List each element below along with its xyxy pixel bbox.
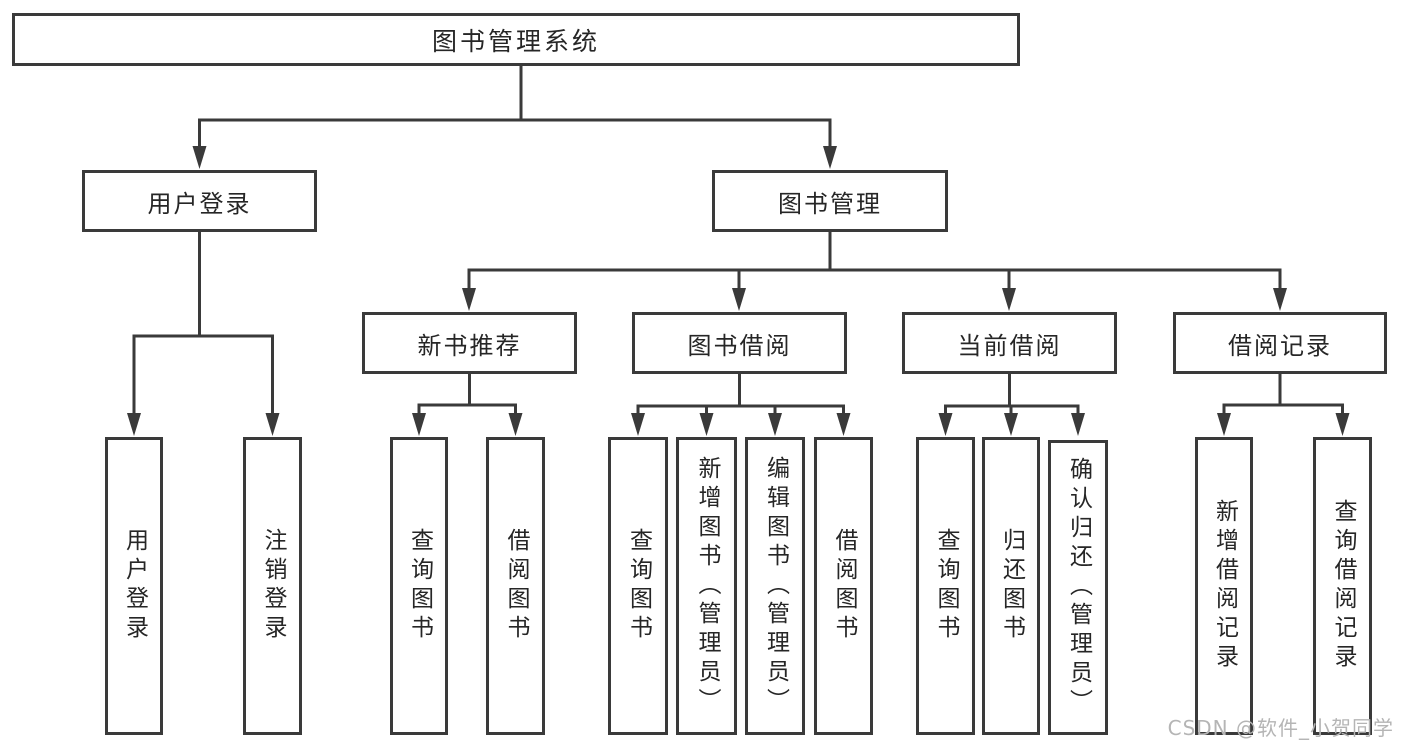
node-label: 编辑图书（管理员） <box>762 455 789 717</box>
node-query-borrow-record: 查询借阅记录 <box>1313 437 1372 735</box>
node-user-login: 用户登录 <box>82 170 317 232</box>
node-return-books: 归还图书 <box>982 437 1040 735</box>
node-root-system: 图书管理系统 <box>12 13 1020 66</box>
node-label: 新书推荐 <box>417 331 522 360</box>
node-label: 借阅图书 <box>831 528 857 644</box>
node-logout: 注销登录 <box>243 437 302 735</box>
node-label: 新增图书（管理员） <box>694 455 720 717</box>
connector <box>1222 372 1344 414</box>
node-edit-book-admin: 编辑图书（管理员） <box>745 437 805 735</box>
arrowheads <box>127 146 1350 436</box>
connector <box>467 230 1282 289</box>
node-book-borrowing: 图书借阅 <box>632 312 847 374</box>
node-label: 查询借阅记录 <box>1330 499 1356 673</box>
node-new-book-recommend: 新书推荐 <box>362 312 577 374</box>
node-query-books-current: 查询图书 <box>916 437 975 735</box>
node-user-login-leaf: 用户登录 <box>105 437 163 735</box>
node-confirm-return-admin: 确认归还（管理员） <box>1048 440 1108 735</box>
connector <box>417 372 517 414</box>
node-label: 归还图书 <box>998 528 1025 644</box>
csdn-watermark: CSDN @软件_小贺同学 <box>1167 716 1394 740</box>
node-add-borrow-record: 新增借阅记录 <box>1195 437 1253 735</box>
node-label: 用户登录 <box>147 189 252 218</box>
node-label: 借阅图书 <box>503 528 529 644</box>
node-label: 注销登录 <box>260 528 286 644</box>
node-book-management: 图书管理 <box>712 170 948 232</box>
node-add-book-admin: 新增图书（管理员） <box>676 437 737 735</box>
connector <box>944 372 1080 414</box>
node-borrow-records: 借阅记录 <box>1173 312 1387 374</box>
node-label: 新增借阅记录 <box>1211 499 1238 673</box>
node-label: 图书借阅 <box>687 331 792 360</box>
node-label: 图书管理 <box>778 189 882 218</box>
node-label: 图书管理系统 <box>431 26 600 56</box>
connector <box>636 372 845 414</box>
node-label: 查询图书 <box>933 528 959 644</box>
node-query-books-recommend: 查询图书 <box>390 437 448 735</box>
connector <box>198 64 832 147</box>
node-label: 用户登录 <box>121 528 148 644</box>
node-query-books-borrowing: 查询图书 <box>608 437 668 735</box>
connector <box>132 230 274 414</box>
node-label: 确认归还（管理员） <box>1065 457 1092 718</box>
node-borrow-books-recommend: 借阅图书 <box>486 437 545 735</box>
node-label: 当前借阅 <box>957 331 1062 360</box>
node-label: 借阅记录 <box>1228 331 1332 360</box>
node-label: 查询图书 <box>625 528 652 644</box>
node-label: 查询图书 <box>406 528 433 644</box>
node-borrow-books: 借阅图书 <box>814 437 873 735</box>
node-current-borrowing: 当前借阅 <box>902 312 1117 374</box>
